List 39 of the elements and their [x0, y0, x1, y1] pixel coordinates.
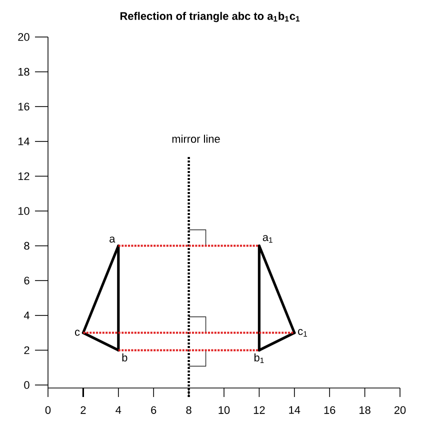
- tick-label: 8: [24, 242, 30, 250]
- tick-label: 20: [394, 406, 406, 414]
- tick-label: 16: [324, 406, 336, 414]
- triangle-side: [117, 244, 120, 352]
- vertex-label: a$_{1}$: [262, 235, 272, 243]
- tick-label: 18: [360, 406, 370, 414]
- tick-label: 14: [18, 138, 30, 146]
- tick-label: 12: [18, 172, 30, 180]
- tick-label: 12: [254, 406, 265, 414]
- tick-label: 0: [24, 381, 30, 389]
- title: Reflection of triangle abc to a$_{1}$b$_{1}$c$_{1}$: [120, 12, 300, 22]
- tick-label: 16: [18, 102, 30, 110]
- triangle-side: [82, 244, 120, 334]
- tick-label: 14: [289, 406, 300, 414]
- vertex-label: b: [122, 353, 128, 362]
- triangle-side: [258, 332, 296, 352]
- vertex-label: c$_{1}$: [298, 329, 307, 337]
- tick-label: 2: [24, 346, 30, 354]
- reflection-line: [118, 244, 260, 247]
- vertex-label: b$_{1}$: [254, 353, 264, 363]
- tick-label: 4: [24, 312, 30, 320]
- tick-label: 6: [24, 276, 30, 284]
- triangle-side: [82, 332, 120, 352]
- tick-label: 18: [18, 68, 30, 76]
- tick-label: 0: [45, 406, 51, 414]
- tick-label: 10: [218, 406, 230, 414]
- tick-label: 2: [80, 406, 86, 414]
- tick-label: 4: [116, 406, 122, 414]
- vertex-label: c: [75, 330, 80, 336]
- tick-label: 8: [186, 406, 192, 414]
- vertex-label: a: [110, 236, 116, 243]
- mirror-line-label: mirror line: [172, 134, 220, 143]
- reflection-line: [118, 349, 260, 352]
- tick-label: 20: [18, 33, 30, 41]
- tick-label: 6: [151, 406, 156, 414]
- tick-label: 10: [18, 207, 30, 215]
- triangle-side: [258, 244, 296, 334]
- reflection-line: [83, 332, 294, 334]
- triangle-side: [258, 244, 260, 352]
